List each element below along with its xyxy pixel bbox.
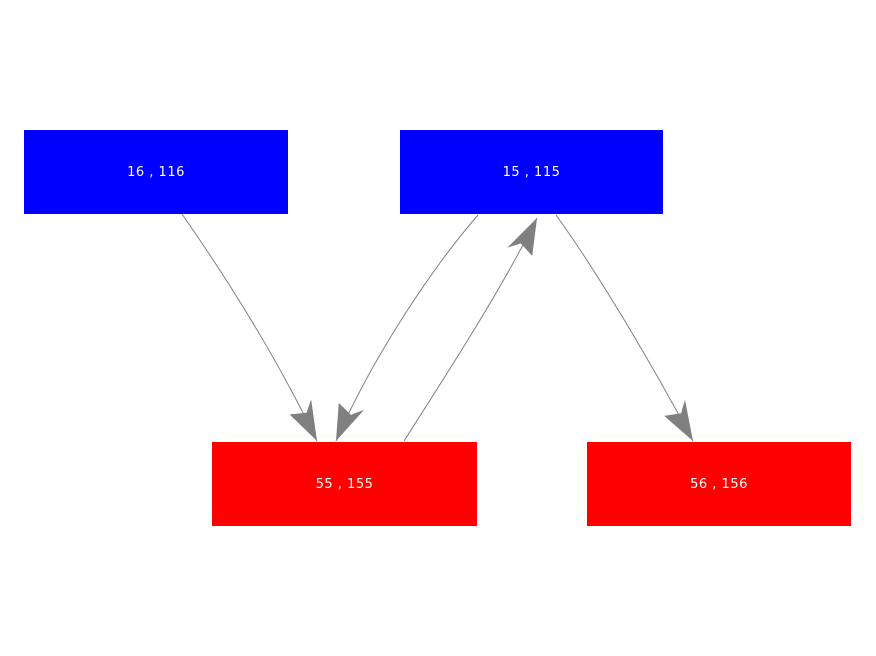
- edge-15-to-55: [335, 214, 479, 442]
- node-15-115[interactable]: 15 , 115: [400, 130, 663, 214]
- node-16-116[interactable]: 16 , 116: [24, 130, 288, 214]
- edge-group: [181, 213, 694, 442]
- edge-55-to-15: [403, 217, 538, 442]
- node-label: 55 , 155: [315, 476, 374, 492]
- node-56-156[interactable]: 56 , 156: [587, 442, 851, 526]
- node-label: 15 , 115: [502, 164, 561, 180]
- edge-16-to-55: [181, 213, 318, 442]
- arrowhead-icon-edge-15-to-56: [664, 399, 693, 441]
- arrowhead-icon-edge-16-to-55: [289, 399, 317, 441]
- arrowhead-icon-edge-55-to-15: [507, 218, 537, 256]
- arrowhead-icon-edge-15-to-55: [336, 402, 365, 441]
- node-55-155[interactable]: 55 , 155: [212, 442, 477, 526]
- node-label: 56 , 156: [690, 476, 748, 492]
- arrowhead-group: [289, 218, 693, 441]
- node-label: 16 , 116: [127, 164, 185, 180]
- edge-15-to-56: [555, 214, 694, 442]
